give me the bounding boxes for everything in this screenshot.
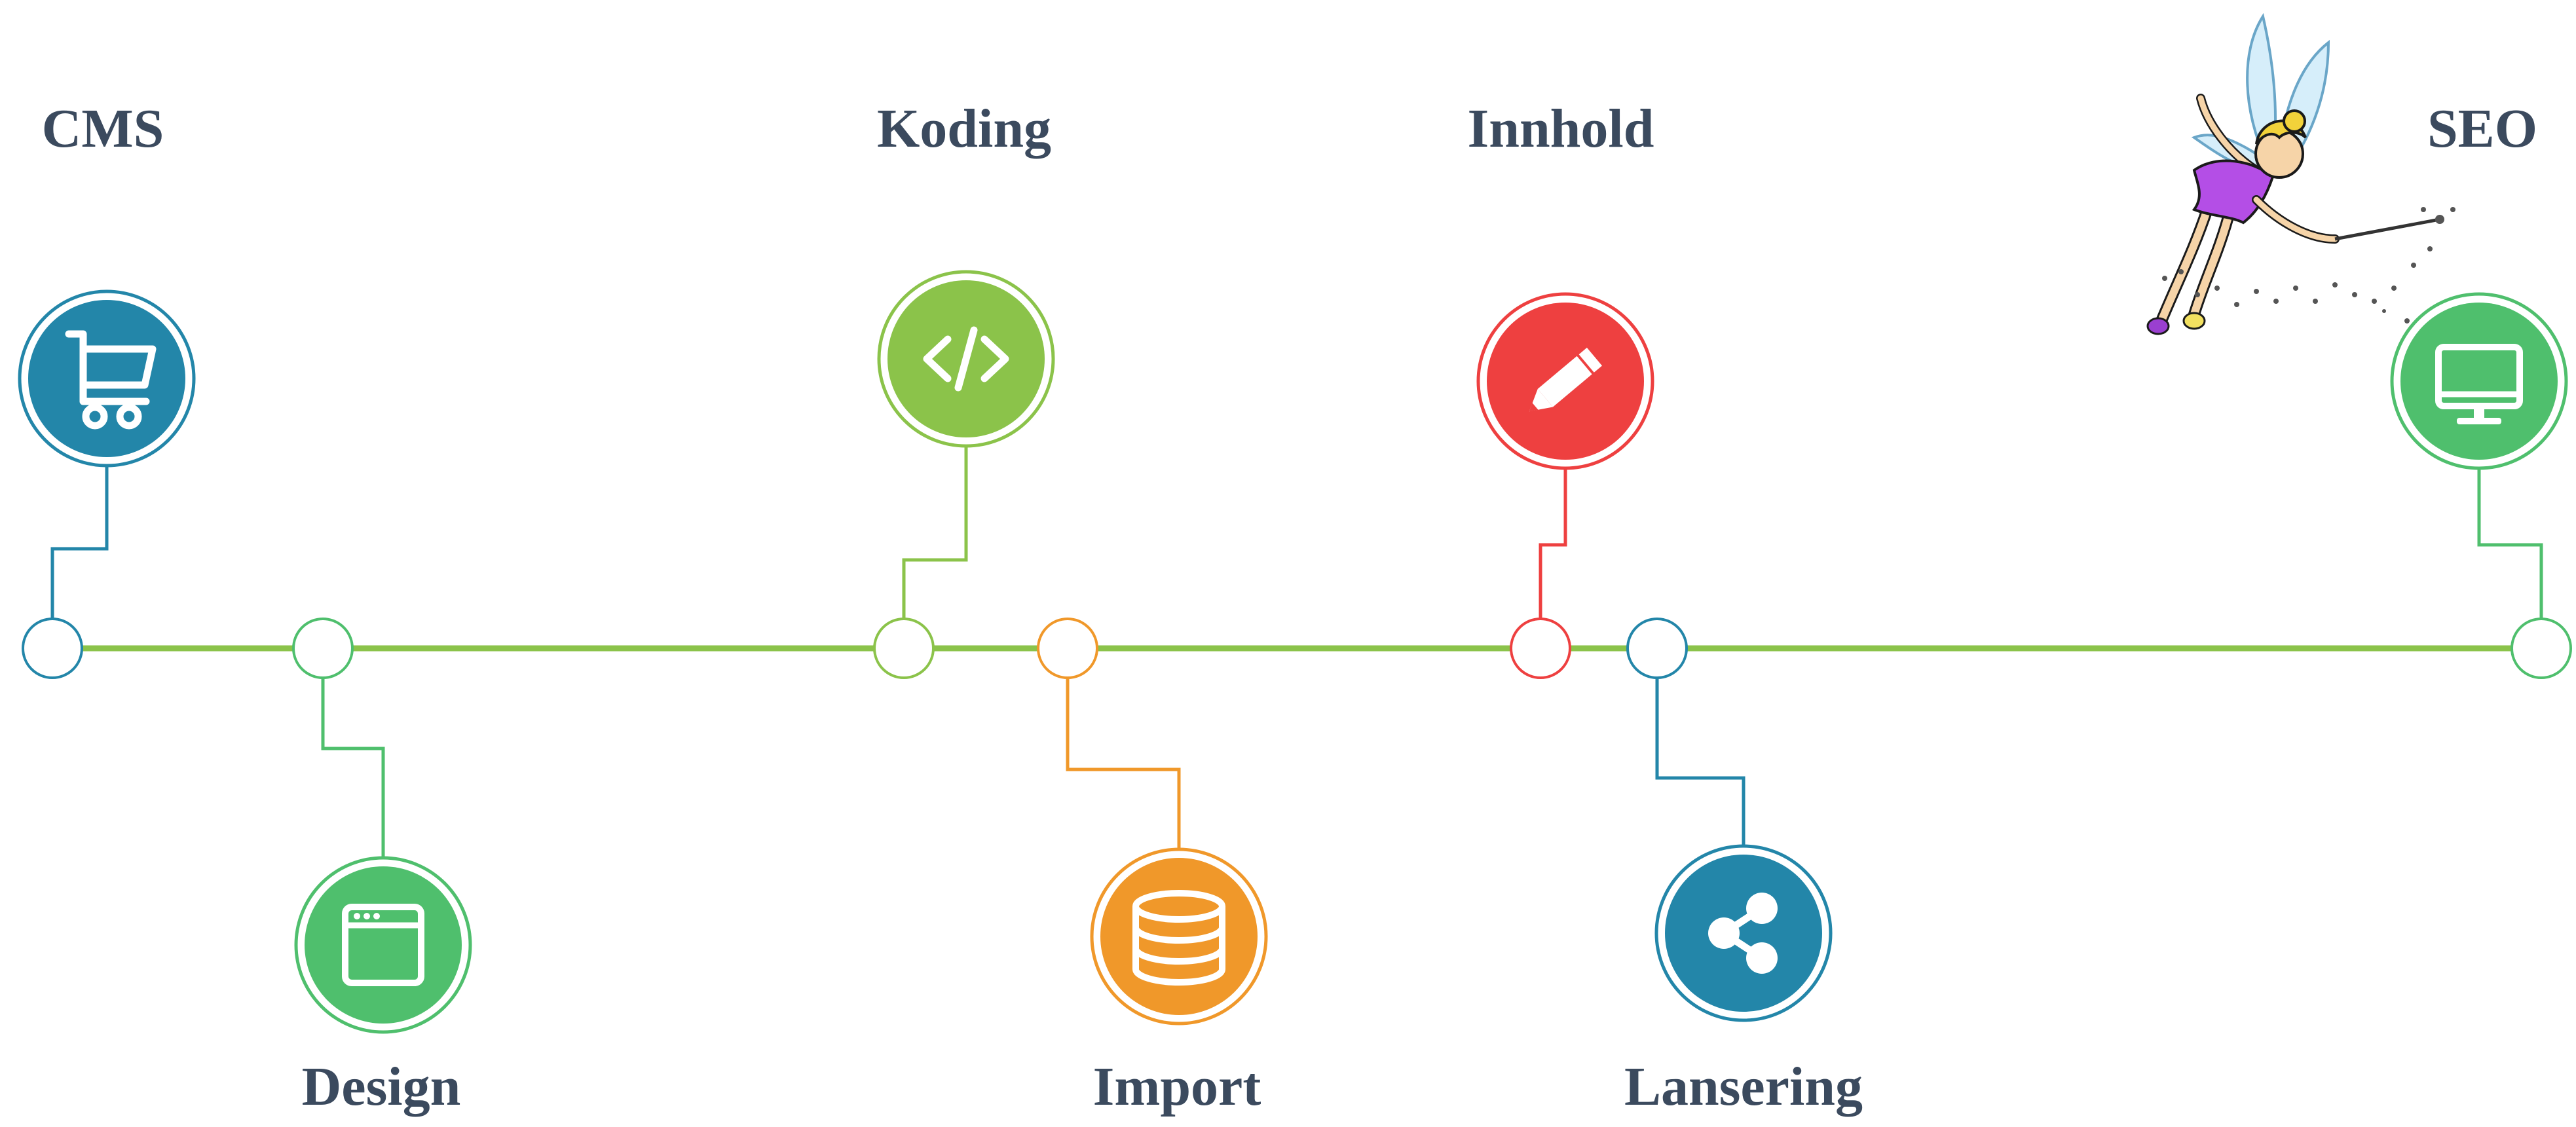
connector-design [321, 678, 385, 858]
share-icon [1708, 893, 1778, 974]
code-icon [923, 326, 1009, 392]
cart-icon [65, 330, 157, 430]
badge-design [294, 856, 472, 1034]
axis-node-koding [873, 618, 935, 679]
label-import: Import [1092, 1056, 1261, 1117]
badge-innhold [1476, 292, 1654, 470]
axis-node-cms [22, 618, 83, 679]
connector-seo [2477, 468, 2543, 619]
connector-lansering [1655, 678, 1745, 846]
connector-cms [50, 465, 109, 619]
pencil-icon [1529, 347, 1603, 412]
axis-node-lansering [1626, 618, 1688, 679]
badge-seo [2390, 292, 2568, 470]
connector-innhold [1539, 468, 1567, 619]
connector-import [1066, 678, 1181, 849]
monitor-icon [2435, 344, 2523, 424]
connector-koding [902, 447, 968, 619]
label-koding: Koding [876, 98, 1052, 159]
label-cms: CMS [41, 98, 164, 159]
fairy-illustration [2146, 12, 2455, 335]
database-icon [1132, 890, 1225, 986]
label-lansering: Lansering [1624, 1056, 1863, 1117]
axis-node-design [292, 618, 354, 679]
badge-import [1090, 847, 1268, 1025]
label-innhold: Innhold [1467, 98, 1654, 159]
badge-koding [877, 270, 1055, 448]
axis-node-import [1037, 618, 1098, 679]
axis-node-seo [2511, 618, 2572, 679]
axis-node-innhold [1510, 618, 1571, 679]
label-design: Design [301, 1056, 461, 1117]
badge-cms [18, 289, 196, 468]
label-seo: SEO [2427, 98, 2538, 159]
badge-lansering [1654, 844, 1833, 1022]
browser-window-icon [342, 904, 424, 986]
